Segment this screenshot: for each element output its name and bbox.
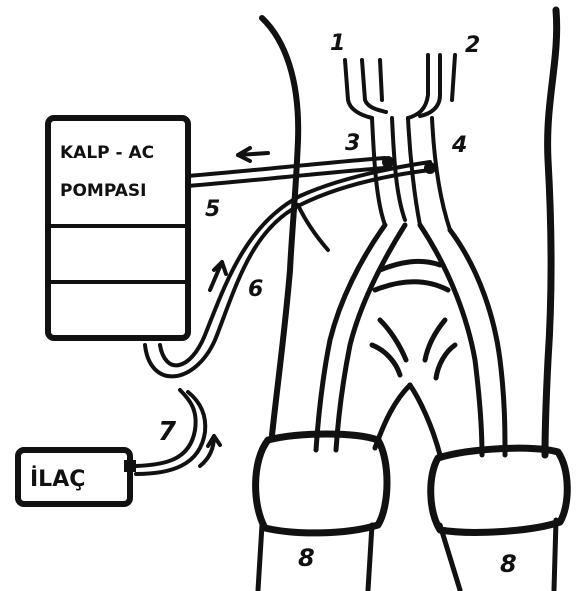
- label-6: 6: [248, 277, 263, 302]
- leg-right-lower-outer: [554, 520, 556, 590]
- leg-left-lower-outer: [258, 525, 262, 590]
- iliac-right-outer: [450, 230, 505, 455]
- drug-label: İLAÇ: [30, 466, 85, 492]
- vessel-1-left: [345, 60, 372, 118]
- side-vessel: [298, 205, 328, 250]
- iliac-right-branch-2: [436, 345, 455, 378]
- label-3: 3: [345, 131, 360, 156]
- iliac-cross-2: [375, 282, 448, 290]
- cuff-right: [431, 448, 568, 532]
- pump-label-line1: KALP - AC: [60, 143, 154, 163]
- label-4: 4: [451, 133, 467, 158]
- vessel-central-4: [432, 118, 450, 230]
- label-1: 1: [330, 31, 345, 56]
- tube-5-outer: [188, 158, 385, 176]
- iliac-cross-1: [380, 261, 440, 270]
- inner-leg-right: [410, 385, 440, 455]
- arrow-return-icon: [238, 148, 268, 161]
- body-outline-right: [545, 10, 557, 455]
- tube-5-cannula: [382, 156, 394, 168]
- pump-label-line2: POMPASI: [60, 181, 146, 201]
- iliac-left-branch-2: [372, 345, 400, 375]
- body-outline-left: [262, 18, 298, 435]
- label-7: 7: [158, 417, 177, 447]
- vessel-1-right: [380, 60, 382, 100]
- label-8-right: 8: [500, 550, 517, 578]
- label-2: 2: [465, 33, 480, 58]
- vessel-2-right: [452, 55, 455, 100]
- vessel-2-left: [408, 55, 428, 118]
- label-8-left: 8: [298, 544, 315, 572]
- label-5: 5: [205, 197, 220, 222]
- tube-6-cannula: [424, 162, 436, 174]
- leg-left-lower-inner: [368, 525, 372, 590]
- iliac-right-branch: [425, 320, 445, 360]
- cuff-left: [256, 434, 387, 533]
